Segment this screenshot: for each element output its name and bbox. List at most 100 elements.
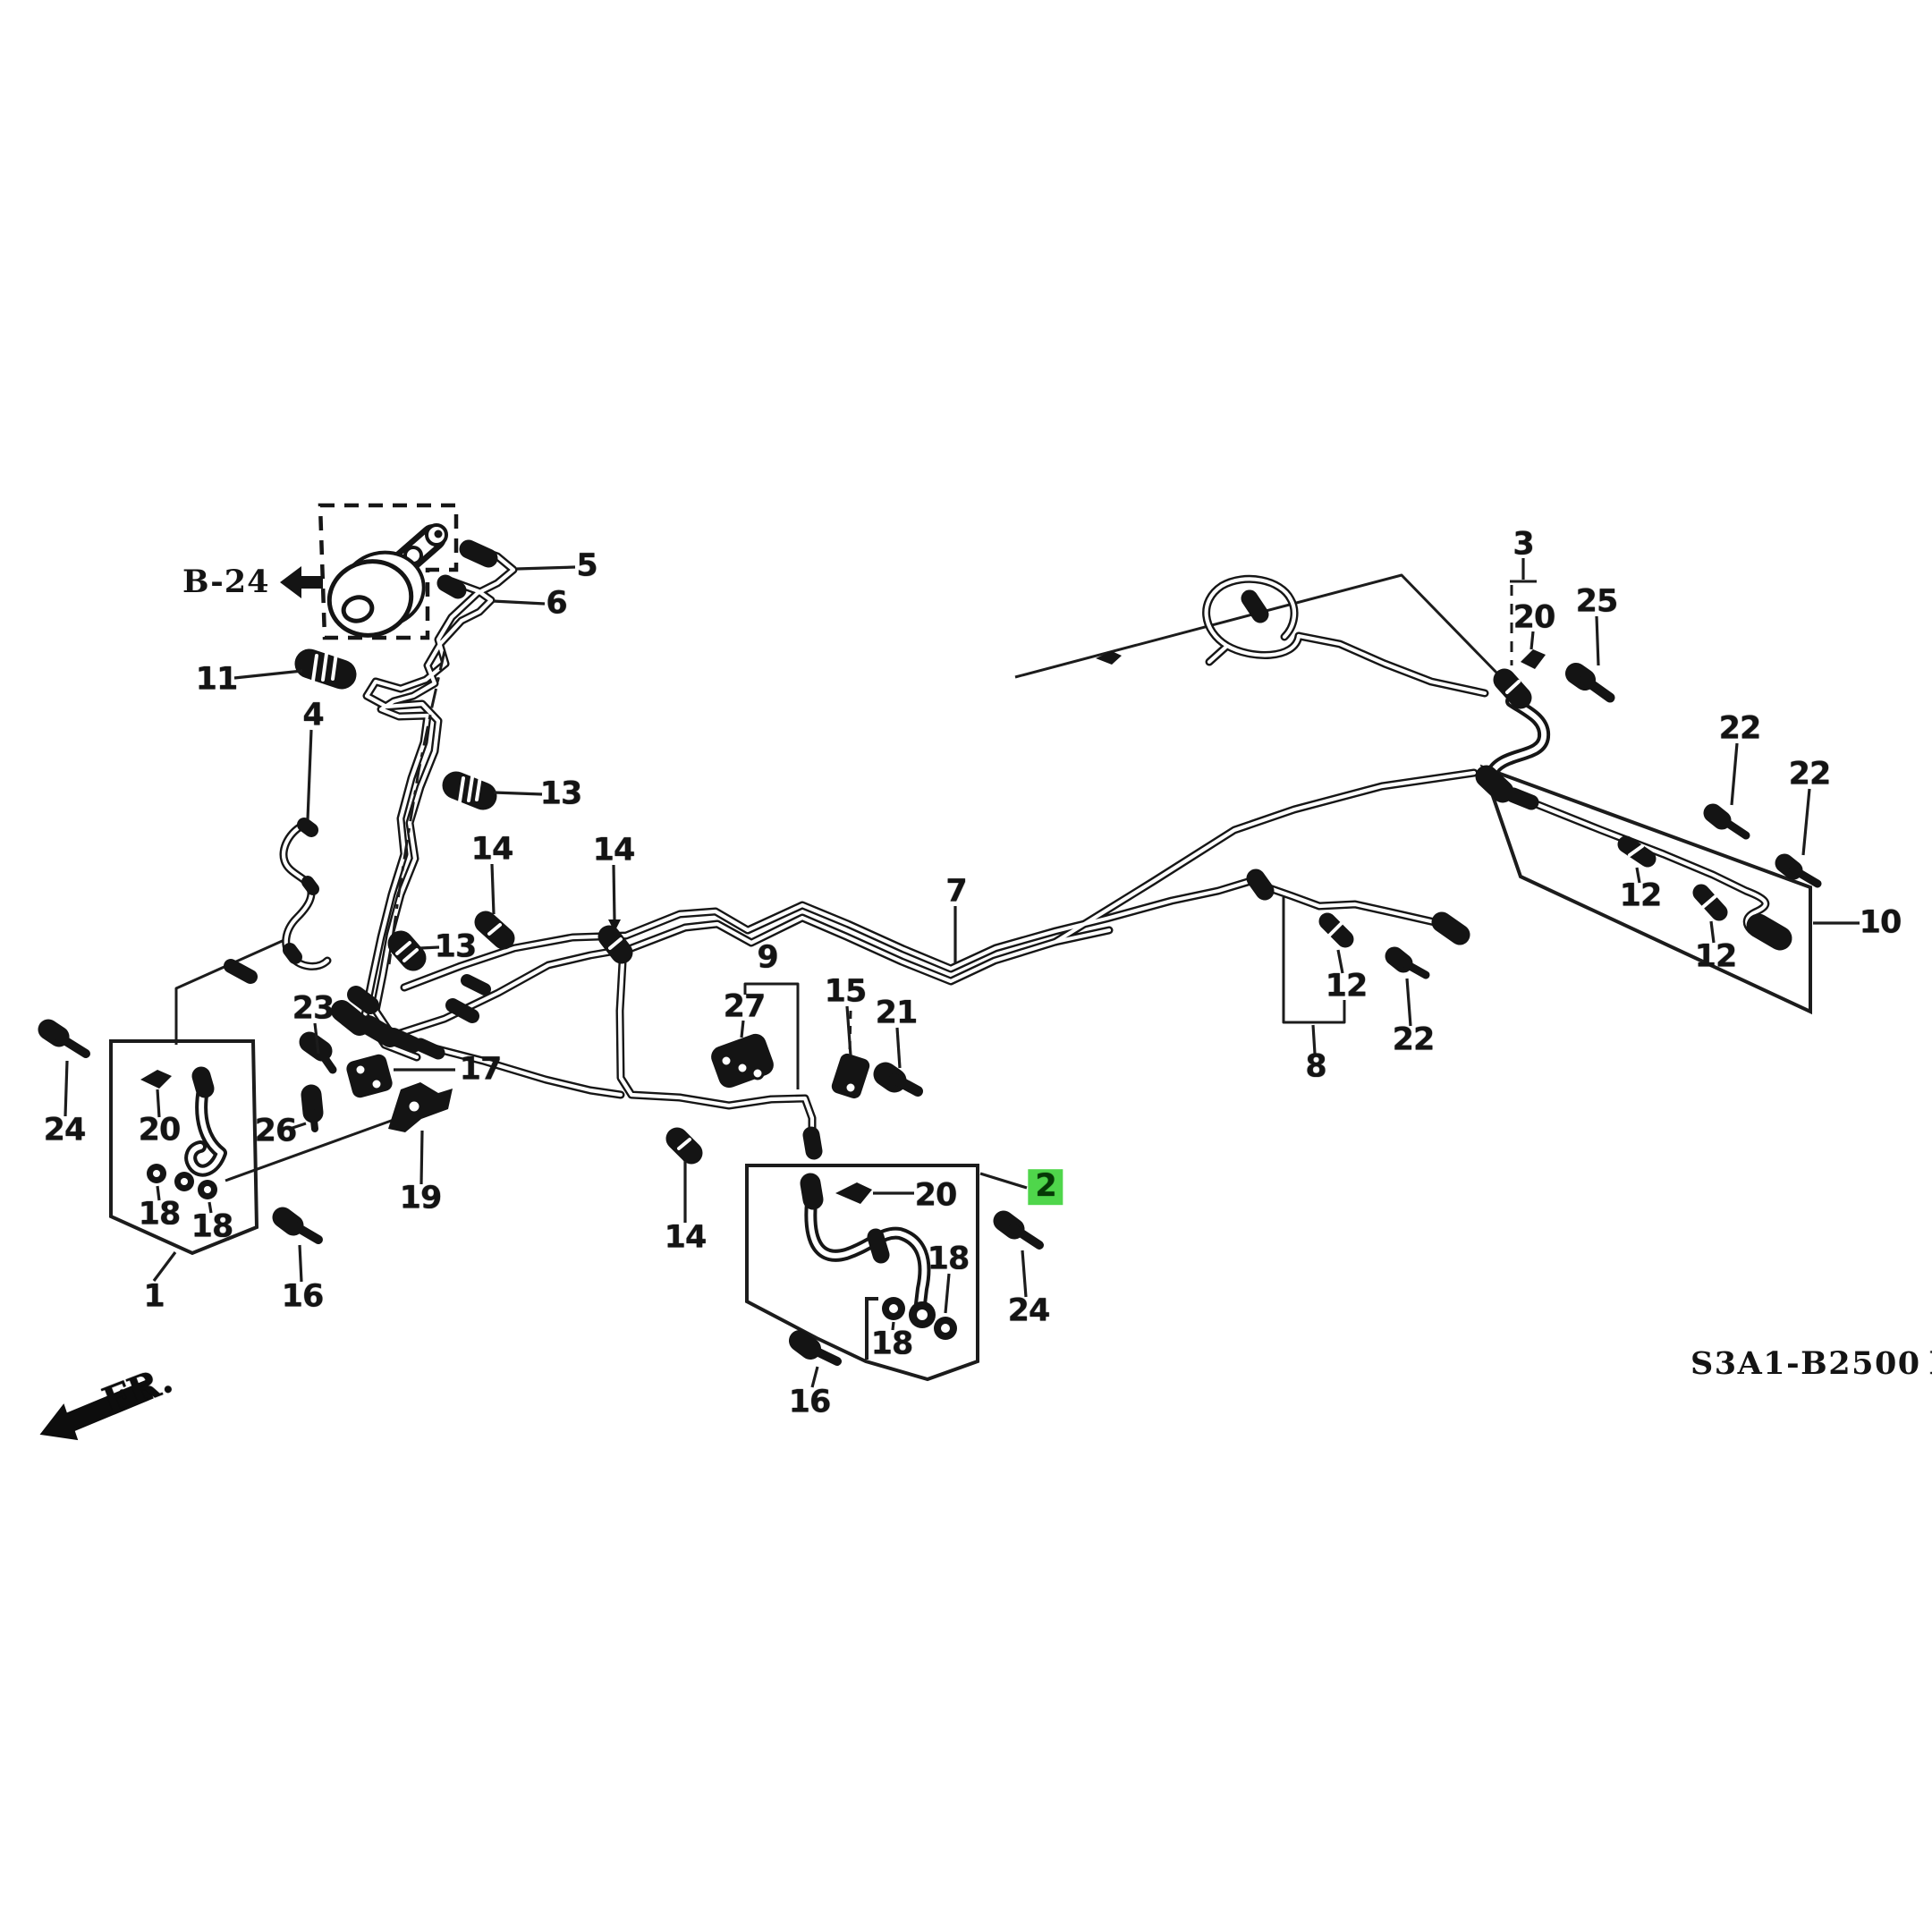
part-callout-27[interactable]: 27 <box>723 988 767 1025</box>
part-callout-1[interactable]: 1 <box>143 1278 165 1315</box>
bolt-16b <box>789 1330 842 1366</box>
part-callout-9[interactable]: 9 <box>757 939 778 976</box>
front-direction-indicator: FR. <box>32 1352 220 1469</box>
hose-3-top-fitting <box>1493 668 1532 709</box>
part-callout-13a[interactable]: 13 <box>539 775 583 812</box>
grommet-13b <box>387 930 427 971</box>
fitting-4b <box>301 876 319 895</box>
part-callout-10[interactable]: 10 <box>1859 904 1902 941</box>
part-callout-15[interactable]: 15 <box>824 973 868 1010</box>
clip-12b <box>1617 835 1657 868</box>
bolt-23 <box>299 1031 337 1074</box>
part-callout-19[interactable]: 19 <box>399 1180 443 1216</box>
part-callout-2[interactable]: 2 <box>1028 1169 1063 1206</box>
washers-18 <box>147 1164 957 1340</box>
panel-corner-fitting-a <box>1475 765 1514 803</box>
hardware-parts <box>38 539 1822 1366</box>
part-callout-18a[interactable]: 18 <box>138 1196 182 1233</box>
part-9-bracket <box>743 982 800 1089</box>
part-8-bracket <box>1282 897 1346 1024</box>
bracket-17 <box>346 1054 393 1098</box>
part-callout-4[interactable]: 4 <box>302 697 324 733</box>
part-callout-13b[interactable]: 13 <box>434 928 478 965</box>
leader-arrowhead-14b <box>608 919 621 932</box>
panel-corner-fitting-b <box>1505 787 1539 810</box>
part-callout-26[interactable]: 26 <box>254 1113 298 1149</box>
part-callout-20b[interactable]: 20 <box>1513 599 1556 636</box>
part-callout-22c[interactable]: 22 <box>1788 756 1832 792</box>
pipe-joint-cluster <box>224 959 491 1060</box>
bolt-5 <box>459 539 498 568</box>
bolt-22a <box>1385 946 1430 979</box>
pipe-10-end-fitting <box>1746 913 1792 951</box>
part-callout-18c[interactable]: 18 <box>927 1241 970 1277</box>
part-callout-24a[interactable]: 24 <box>43 1112 87 1148</box>
hose-2-top-fitting <box>800 1173 824 1210</box>
clip-12a <box>1318 912 1354 948</box>
hose-1-fitting <box>191 1066 215 1098</box>
part-callout-12a[interactable]: 12 <box>1325 968 1368 1004</box>
loop-clip <box>1241 589 1269 623</box>
part-callout-5[interactable]: 5 <box>576 547 597 584</box>
grommet-11 <box>294 648 357 690</box>
part-callout-23[interactable]: 23 <box>292 990 335 1027</box>
part-callout-20c[interactable]: 20 <box>914 1177 958 1214</box>
diagram-revision-badge: B <box>1929 1345 1932 1382</box>
part-callout-14c[interactable]: 14 <box>664 1219 708 1256</box>
part-callout-18d[interactable]: 18 <box>870 1326 914 1362</box>
part-callout-12b[interactable]: 12 <box>1619 877 1663 914</box>
clip-14b <box>597 925 633 964</box>
part-callout-14a[interactable]: 14 <box>470 831 514 868</box>
part-callout-8[interactable]: 8 <box>1305 1048 1326 1085</box>
front-arrow-icon <box>39 1379 154 1441</box>
part-callout-3[interactable]: 3 <box>1513 526 1534 563</box>
diagram-reference-b24[interactable]: B-24 <box>182 564 325 600</box>
bolt-24b <box>993 1210 1044 1250</box>
fitting-4c <box>283 943 302 964</box>
part-callout-11[interactable]: 11 <box>195 661 239 698</box>
valve-27 <box>711 1033 774 1089</box>
hose-2-mid-fitting <box>867 1228 890 1264</box>
page-ref-arrow-icon <box>280 565 324 598</box>
part-2-group-box <box>745 1164 979 1382</box>
bolt-22c <box>1775 853 1822 888</box>
part-callout-25[interactable]: 25 <box>1575 583 1619 620</box>
part-1-group-box <box>109 1039 259 1256</box>
pipe-8-end-fitting <box>1431 911 1470 945</box>
valve-26 <box>301 1084 324 1132</box>
part-callout-20a[interactable]: 20 <box>138 1112 182 1148</box>
master-cylinder-assembly <box>326 523 448 638</box>
part-callout-18b[interactable]: 18 <box>191 1208 234 1245</box>
part-callout-17[interactable]: 17 <box>459 1051 503 1088</box>
diagram-code-text: S3A1-B2500 <box>1690 1345 1921 1382</box>
bolt-21 <box>873 1062 923 1097</box>
part-callout-14b[interactable]: 14 <box>592 832 636 869</box>
part-callout-16a[interactable]: 16 <box>281 1278 325 1315</box>
part-callout-22a[interactable]: 22 <box>1392 1021 1436 1058</box>
part-callout-6[interactable]: 6 <box>546 585 567 622</box>
pipe-junction-clip <box>1246 869 1275 901</box>
part-callout-21[interactable]: 21 <box>875 995 919 1031</box>
bolt-25 <box>1565 663 1615 703</box>
part-callout-16b[interactable]: 16 <box>788 1384 832 1420</box>
part-callout-12c[interactable]: 12 <box>1694 938 1738 975</box>
pipe-9-fitting <box>802 1126 823 1160</box>
part-callout-7[interactable]: 7 <box>945 873 967 910</box>
bolt-22b <box>1703 803 1750 840</box>
bolt-24a <box>38 1019 90 1058</box>
b24-label: B-24 <box>182 564 270 600</box>
clip-20a <box>140 1070 172 1089</box>
part-callout-24b[interactable]: 24 <box>1007 1292 1051 1329</box>
clip-12c <box>1692 884 1728 921</box>
part-callout-22b[interactable]: 22 <box>1718 710 1762 747</box>
hidden-pipe-line <box>387 650 446 965</box>
clip-20c <box>835 1182 872 1204</box>
clip-14a <box>474 911 515 950</box>
grommet-13a <box>442 771 497 810</box>
bolt-6 <box>436 574 467 599</box>
clip-14c <box>665 1127 703 1165</box>
fitting-4a <box>297 818 318 837</box>
valve-15 <box>831 1053 870 1099</box>
diagram-part-code: S3A1-B2500B <box>1690 1345 1932 1382</box>
